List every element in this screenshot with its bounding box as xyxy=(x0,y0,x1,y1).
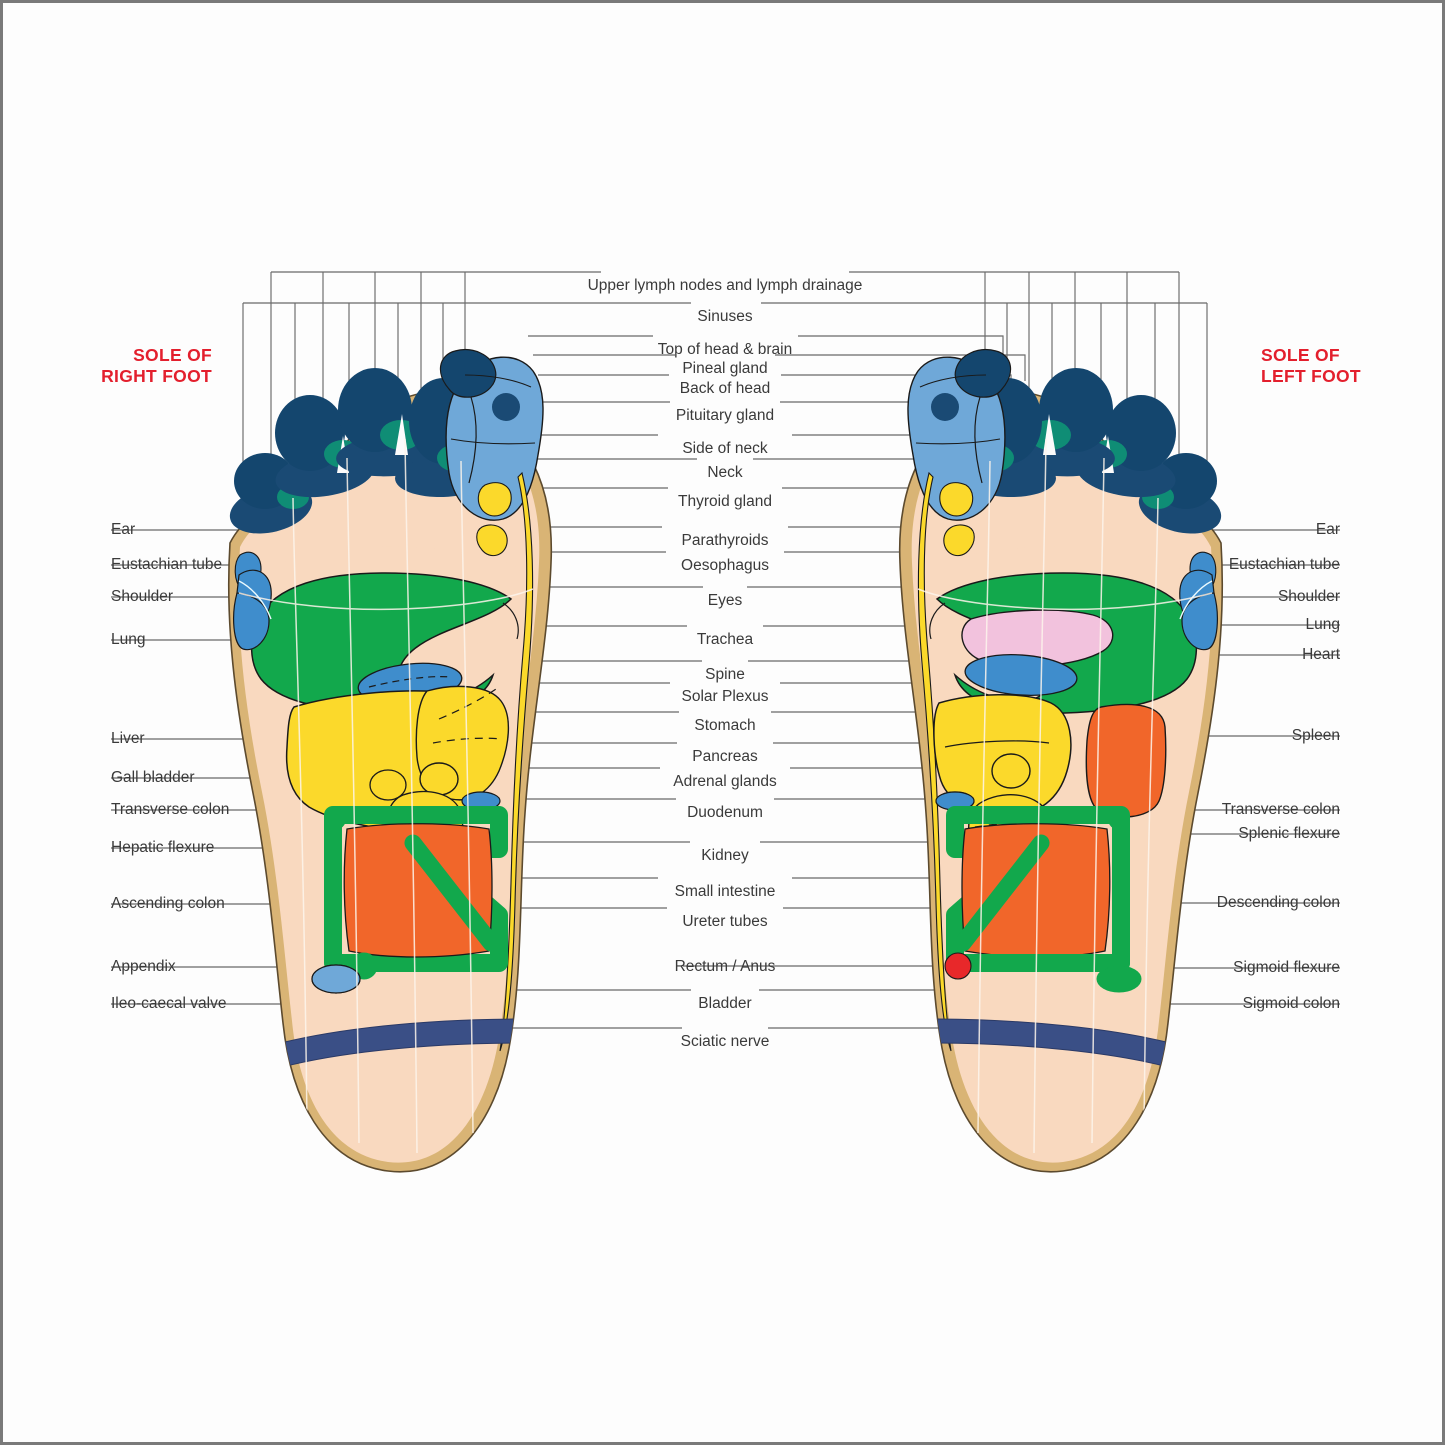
label-left-foot-heart: Heart xyxy=(1302,646,1340,663)
right-adrenal-gland xyxy=(369,769,407,801)
label-right-foot-hepatic-flexure: Hepatic flexure xyxy=(111,839,215,856)
label-left-foot-ear: Ear xyxy=(1315,521,1340,538)
right-colon-diagonal xyxy=(404,834,500,952)
label-ureter-tubes: Ureter tubes xyxy=(682,913,768,930)
right-bladder xyxy=(311,964,361,994)
label-eyes: Eyes xyxy=(707,592,743,609)
right-stomach-dash xyxy=(438,686,500,720)
left-colon-diagonal xyxy=(954,834,1050,952)
label-trachea: Trachea xyxy=(696,631,754,648)
label-adrenal-glands: Adrenal glands xyxy=(673,773,777,790)
right-lung-backdrop xyxy=(239,546,529,695)
right-thyroid-gland xyxy=(477,482,512,517)
label-left-foot-descending-colon: Descending colon xyxy=(1216,894,1340,911)
left-parathyroids xyxy=(943,524,975,557)
right-zone-lines xyxy=(238,438,534,1154)
label-right-foot-ascending-colon: Ascending colon xyxy=(111,895,225,912)
label-parathyroids: Parathyroids xyxy=(681,532,769,549)
right-pancreas-dash xyxy=(432,737,502,744)
label-right-foot-eustachian-tube: Eustachian tube xyxy=(111,556,223,573)
right-top-of-head-divider xyxy=(464,374,532,388)
label-right-foot-appendix: Appendix xyxy=(111,958,176,975)
label-left-foot-shoulder: Shoulder xyxy=(1277,588,1340,605)
label-top-of-head-brain: Top of head & brain xyxy=(657,341,793,358)
left-pituitary-dot xyxy=(931,393,959,421)
left-splenic-flexure xyxy=(1108,808,1130,830)
label-back-of-head: Back of head xyxy=(679,380,771,397)
left-stomach xyxy=(933,694,1072,816)
label-sinuses: Sinuses xyxy=(697,308,753,325)
left-zone-lines xyxy=(917,438,1213,1154)
label-pituitary-gland: Pituitary gland xyxy=(675,407,775,424)
label-left-foot-lung: Lung xyxy=(1305,616,1340,633)
left-heart xyxy=(961,609,1114,668)
label-right-foot-ear: Ear xyxy=(111,521,136,538)
right-pituitary-dot xyxy=(492,393,520,421)
label-right-foot-lung: Lung xyxy=(111,631,146,648)
label-small-intestine: Small intestine xyxy=(674,883,776,900)
label-left-foot-transverse-colon: Transverse colon xyxy=(1221,801,1340,818)
label-upper-lymph-nodes-and-lymph-drainage: Upper lymph nodes and lymph drainage xyxy=(587,277,863,294)
right-trachea xyxy=(502,602,519,640)
right-shoulder-divider xyxy=(238,580,272,620)
left-trachea xyxy=(929,602,946,640)
label-solar-plexus: Solar Plexus xyxy=(681,688,769,705)
left-back-of-head xyxy=(954,349,1012,398)
label-left-foot-eustachian-tube: Eustachian tube xyxy=(1228,556,1340,573)
left-pineal-divider xyxy=(974,396,983,484)
left-side-of-neck-divider xyxy=(915,438,1001,445)
label-thyroid-gland: Thyroid gland xyxy=(678,493,772,510)
left-thyroid-gland xyxy=(939,482,974,517)
label-right-foot-transverse-colon: Transverse colon xyxy=(111,801,230,818)
left-shoulder xyxy=(1181,592,1218,651)
right-gall-bladder xyxy=(419,762,459,796)
right-shoulder xyxy=(233,592,270,651)
right-parathyroids xyxy=(476,524,508,557)
label-left-foot-splenic-flexure: Splenic flexure xyxy=(1238,825,1340,842)
foot-reflexology-diagram xyxy=(111,271,1340,1173)
label-left-foot-spleen: Spleen xyxy=(1291,727,1340,744)
right-foot-group xyxy=(227,349,553,1173)
left-pancreas-divider xyxy=(944,740,1050,748)
label-bladder: Bladder xyxy=(698,995,752,1012)
label-side-of-neck: Side of neck xyxy=(682,440,768,457)
left-shoulder-divider xyxy=(1179,580,1213,620)
label-right-foot-liver: Liver xyxy=(111,730,145,747)
left-top-of-head-divider xyxy=(919,374,987,388)
label-pancreas: Pancreas xyxy=(692,748,758,765)
label-left-foot-sigmoid-colon: Sigmoid colon xyxy=(1242,995,1340,1012)
label-oesophagus: Oesophagus xyxy=(681,557,769,574)
right-spine-strip xyxy=(499,471,534,1052)
title-sole-of-left-foot: SOLE OF LEFT FOOT xyxy=(1261,345,1361,387)
label-duodenum: Duodenum xyxy=(687,804,763,821)
title-sole-of-right-foot: SOLE OF RIGHT FOOT xyxy=(101,345,212,387)
label-spine: Spine xyxy=(705,666,745,683)
label-kidney: Kidney xyxy=(701,847,749,864)
label-sciatic-nerve: Sciatic nerve xyxy=(680,1033,770,1050)
left-spleen xyxy=(1085,703,1167,818)
right-hepatic-flexure xyxy=(324,808,346,830)
label-stomach: Stomach xyxy=(694,717,756,734)
right-side-of-neck-divider xyxy=(450,438,536,445)
left-adrenal-gland xyxy=(991,753,1031,789)
left-bladder xyxy=(1096,965,1142,993)
label-right-foot-gall-bladder: Gall bladder xyxy=(111,769,195,786)
label-neck: Neck xyxy=(707,464,743,481)
label-right-foot-shoulder: Shoulder xyxy=(111,588,174,605)
left-foot-group xyxy=(898,349,1224,1173)
label-right-foot-ileo-caecal-valve: Ileo-caecal valve xyxy=(111,995,227,1012)
right-back-of-head xyxy=(439,349,497,398)
label-rectum-anus: Rectum / Anus xyxy=(674,958,776,975)
label-left-foot-sigmoid-flexure: Sigmoid flexure xyxy=(1233,959,1340,976)
left-rectum-anus xyxy=(944,952,972,980)
left-spine-strip xyxy=(917,471,952,1052)
label-pineal-gland: Pineal gland xyxy=(682,360,768,377)
right-pineal-divider xyxy=(468,396,477,484)
